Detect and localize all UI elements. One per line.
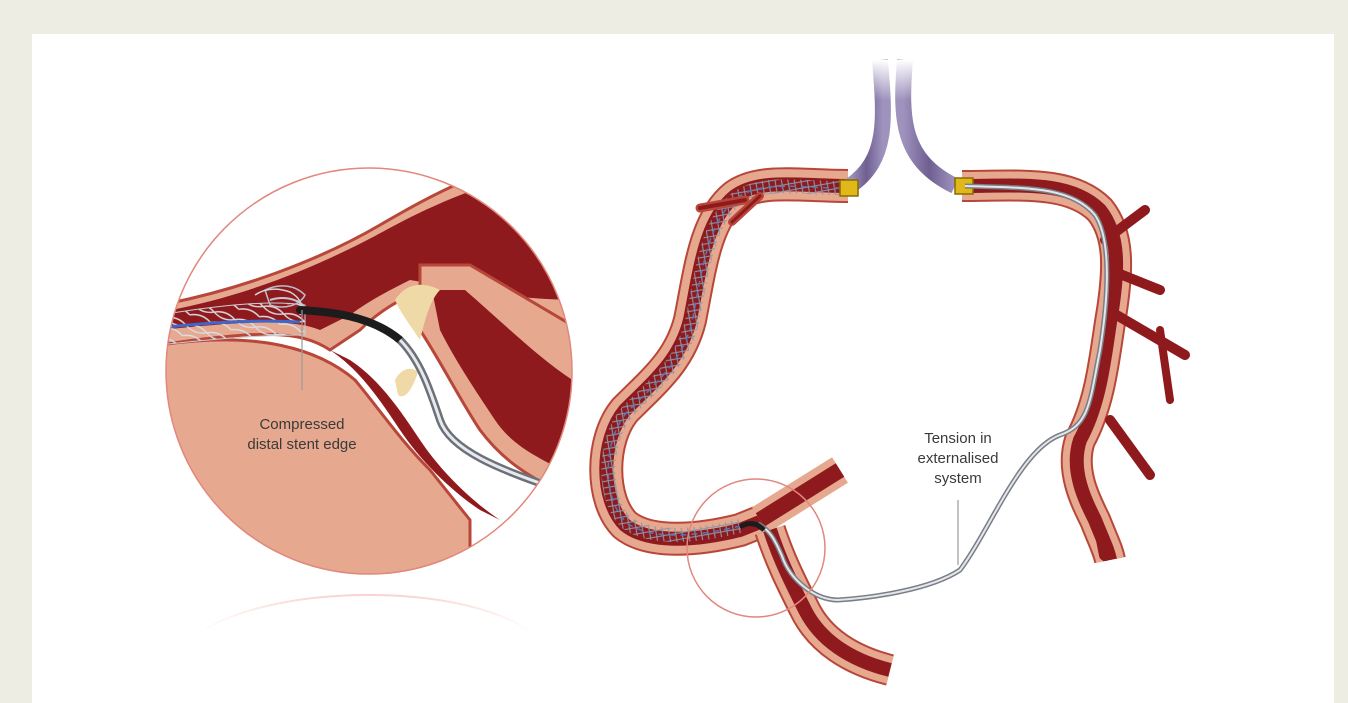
compressed-label-line1: Compressed	[259, 416, 344, 433]
compressed-label-line2: distal stent edge	[247, 436, 356, 453]
magnified-inset: Compressed distal stent edge	[160, 140, 580, 640]
tension-label-line3: system	[934, 470, 982, 487]
externalised-wire	[758, 186, 1107, 600]
left-connector	[840, 180, 858, 196]
main-vessel-loop: Tension in externalised system	[606, 60, 1185, 670]
tension-label-line2: externalised	[918, 450, 999, 467]
tension-label-line1: Tension in	[924, 430, 992, 447]
